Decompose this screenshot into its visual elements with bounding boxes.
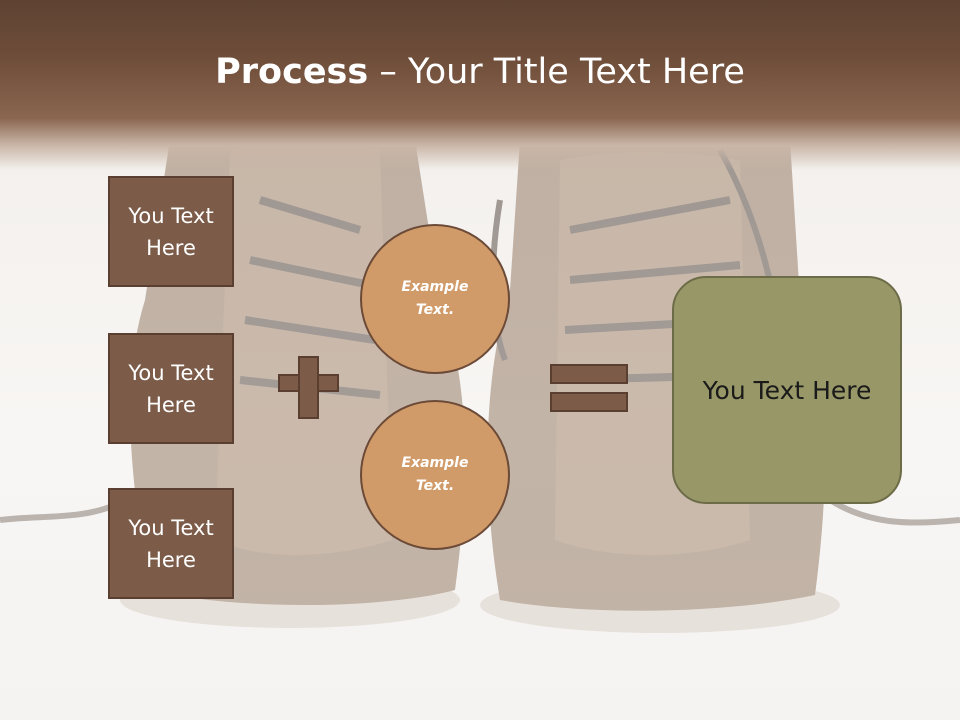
title-bold: Process <box>215 52 369 92</box>
title-rest: – Your Title Text Here <box>368 52 745 92</box>
example-circle-1[interactable]: Example Text. <box>360 224 510 374</box>
input-box-3[interactable]: You Text Here <box>108 488 234 599</box>
result-box[interactable]: You Text Here <box>672 276 902 504</box>
slide-title[interactable]: Process – Your Title Text Here <box>0 52 960 92</box>
input-box-1[interactable]: You Text Here <box>108 176 234 287</box>
title-bar <box>0 0 960 170</box>
example-circle-2[interactable]: Example Text. <box>360 400 510 550</box>
input-box-2[interactable]: You Text Here <box>108 333 234 444</box>
